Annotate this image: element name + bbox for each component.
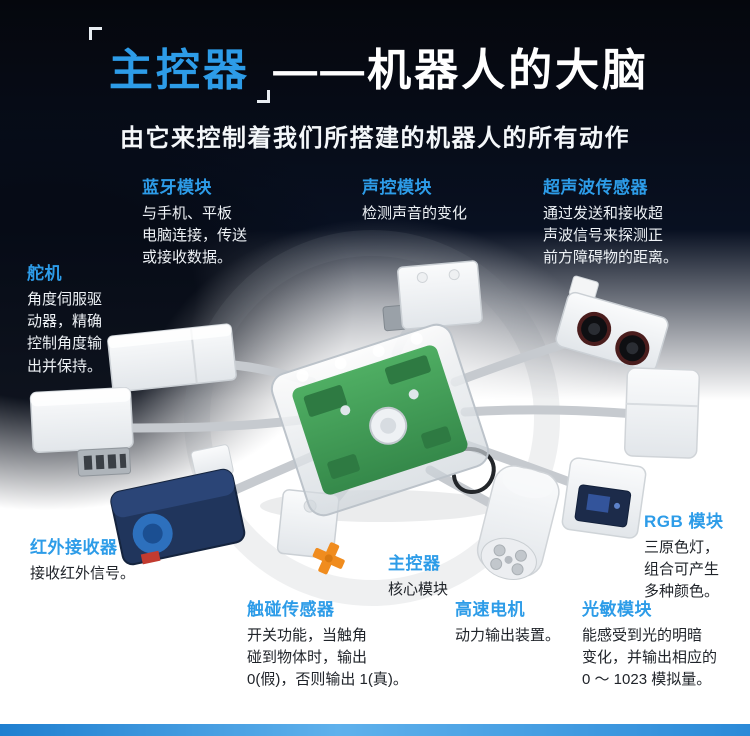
ir-receiver-name: 红外接收器 [30, 538, 118, 557]
motor-module-name: 高速电机 [455, 600, 525, 619]
ir-receiver-desc: 接收红外信号。 [30, 565, 136, 582]
label-touch-sensor: 触碰传感器 开关功能，当触角 碰到物体时，输出 0(假)，否则输出 1(真)。 [247, 595, 432, 692]
label-light-sensor: 光敏模块 能感受到光的明暗 变化，并输出相应的 0 ～ 1023 模拟量。 [582, 595, 747, 692]
bluetooth-module-image [107, 323, 237, 393]
watermark-ring [184, 230, 560, 606]
bluetooth-module-name: 蓝牙模块 [142, 178, 212, 197]
hub-image [270, 323, 490, 517]
light-sensor-image [561, 457, 647, 539]
touch-sensor-name: 触碰传感器 [247, 600, 335, 619]
light-sensor-name: 光敏模块 [582, 600, 652, 619]
header: 主控器 ——机器人的大脑 由它来控制着我们所搭建的机器人的所有动作 [0, 0, 750, 153]
bluetooth-module-desc: 与手机、平板 电脑连接，传送 或接收数据。 [142, 205, 248, 267]
label-motor-module: 高速电机 动力输出装置。 [455, 595, 585, 647]
ir-receiver-image [110, 444, 246, 566]
touch-axle [312, 542, 345, 575]
motor-module-desc: 动力输出装置。 [455, 627, 561, 644]
ultrasonic-sensor-desc: 通过发送和接收超 声波信号来探测正 前方障碍物的距离。 [543, 205, 679, 267]
label-ir-receiver: 红外接收器 接收红外信号。 [30, 533, 190, 585]
servo-module-desc: 角度伺服驱 动器，精确 控制角度输 出并保持。 [27, 291, 103, 375]
label-main-controller: 主控器 核心模块 [388, 549, 508, 601]
rgb-module-name: RGB 模块 [644, 512, 724, 531]
label-ultrasonic-sensor: 超声波传感器 通过发送和接收超 声波信号来探测正 前方障碍物的距离。 [543, 173, 703, 270]
title-keyword: 主控器 [88, 27, 270, 103]
bottom-accent-bar [0, 724, 750, 736]
light-sensor-desc: 能感受到光的明暗 变化，并输出相应的 0 ～ 1023 模拟量。 [582, 627, 718, 689]
main-controller-desc: 核心模块 [388, 581, 449, 598]
servo-module-image [29, 386, 134, 477]
page-title: 主控器 ——机器人的大脑 [0, 27, 750, 103]
subtitle: 由它来控制着我们所搭建的机器人的所有动作 [120, 125, 630, 152]
label-bluetooth-module: 蓝牙模块 与手机、平板 电脑连接，传送 或接收数据。 [142, 173, 282, 270]
cable-servo [110, 415, 305, 433]
right-expansion-module-image [624, 367, 700, 459]
label-servo-module: 舵机 角度伺服驱 动器，精确 控制角度输 出并保持。 [27, 259, 127, 378]
label-sound-module: 声控模块 检测声音的变化 [362, 173, 522, 225]
ultrasonic-sensor-image [555, 275, 669, 373]
main-controller-name: 主控器 [388, 554, 441, 573]
title-keyword-text: 主控器 [108, 46, 250, 95]
servo-module-name: 舵机 [27, 264, 62, 283]
title-rest-text: ——机器人的大脑 [273, 46, 650, 95]
corner-bracket-decoration [88, 27, 102, 40]
corner-bracket-decoration [256, 90, 270, 103]
touch-sensor-desc: 开关功能，当触角 碰到物体时，输出 0(假)，否则输出 1(真)。 [247, 627, 408, 689]
cable-right-module [460, 405, 653, 420]
label-rgb-module: RGB 模块 三原色灯， 组合可产生 多种颜色。 [644, 507, 739, 604]
ultrasonic-sensor-name: 超声波传感器 [543, 178, 648, 197]
sound-module-image [382, 260, 483, 332]
sound-module-name: 声控模块 [362, 178, 432, 197]
motor-module-image [476, 465, 560, 580]
sound-module-desc: 检测声音的变化 [362, 205, 468, 222]
rgb-module-desc: 三原色灯， 组合可产生 多种颜色。 [644, 539, 720, 601]
